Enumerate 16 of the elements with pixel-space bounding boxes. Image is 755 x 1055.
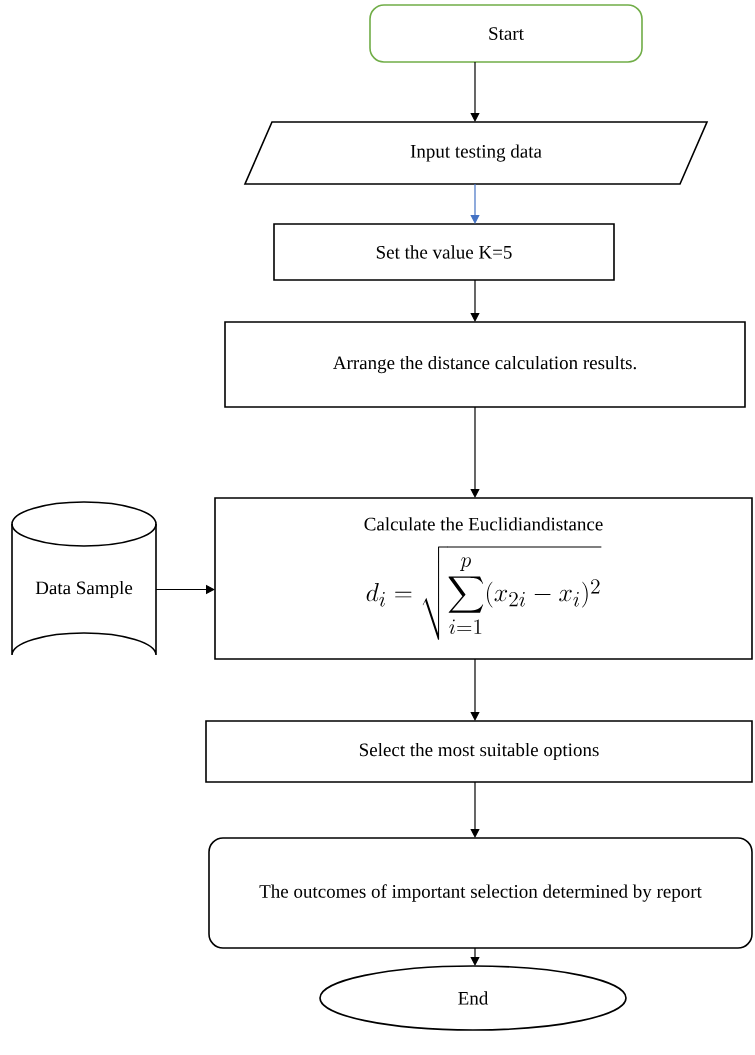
arrow (470, 61, 480, 122)
arrow (470, 183, 480, 224)
arrow (470, 279, 480, 322)
start-terminal: Start (369, 4, 643, 63)
process-box: Arrange the distance calculation results. (224, 321, 746, 408)
database-cylinder: Data Sample (11, 501, 157, 656)
terminal-box: The outcomes of important selection determined by report (208, 837, 753, 949)
process-box: Select the most suitable options (205, 720, 753, 783)
arrow (470, 406, 480, 498)
node-label: Data Sample (35, 580, 133, 599)
process-box: Calculate the Euclidiandistance $d_{i} = \sqrt{\sum_{i=1}^{p} (x_{2i} - x_{i})^{2}}$ (214, 497, 753, 660)
end-terminal: End (319, 965, 627, 1031)
process-box: Set the value K=5 (273, 223, 615, 281)
arrow (470, 781, 480, 838)
arrow (470, 947, 480, 966)
arrow (470, 658, 480, 721)
